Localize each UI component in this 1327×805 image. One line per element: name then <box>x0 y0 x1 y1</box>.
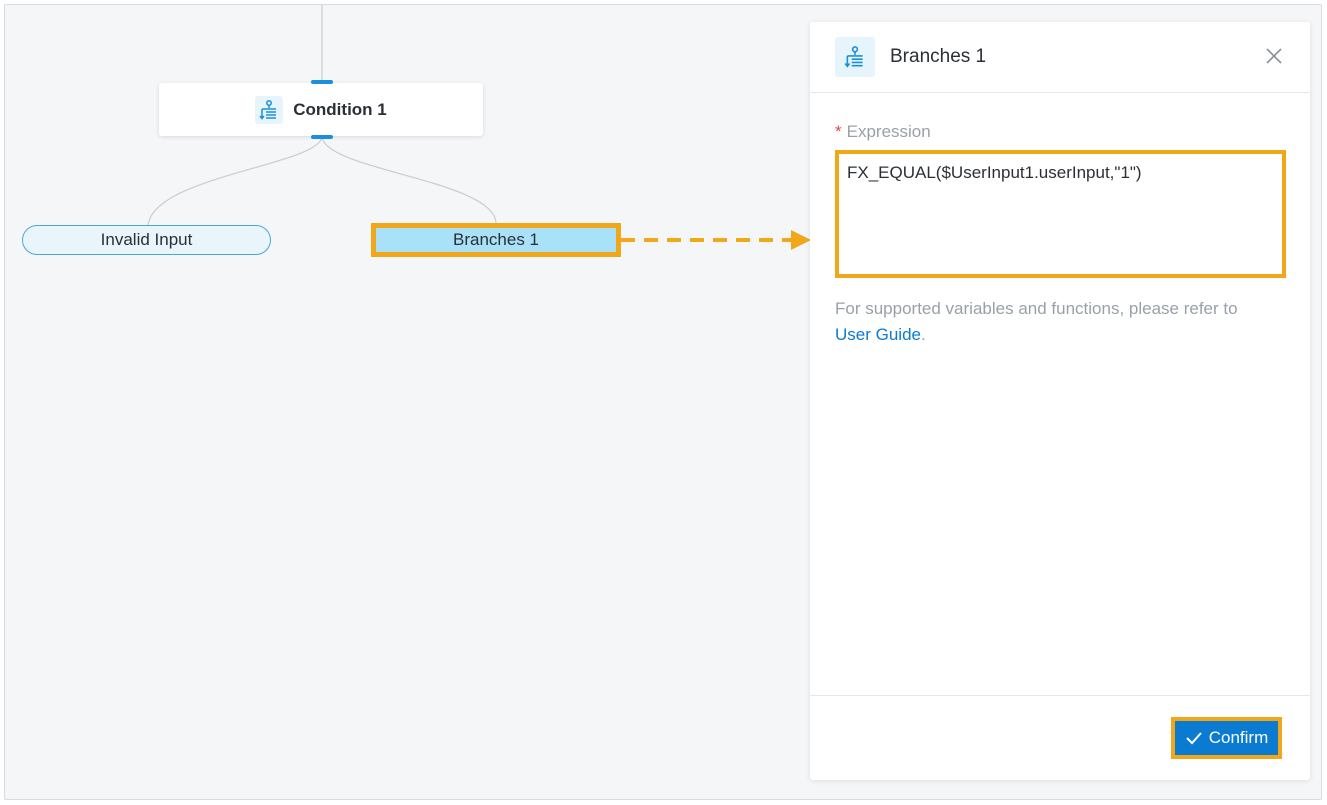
condition-node[interactable]: Condition 1 <box>159 80 483 139</box>
highlight-arrow-head <box>791 230 811 250</box>
check-icon <box>1186 732 1202 745</box>
close-icon[interactable] <box>1264 46 1284 66</box>
panel-footer: Confirm <box>810 695 1310 780</box>
app-frame: Condition 1 Invalid Input Branches 1 <box>4 4 1322 800</box>
confirm-button-label: Confirm <box>1208 728 1269 747</box>
branch-settings-panel: Branches 1 *Expression FX_EQUAL($UserInp… <box>810 22 1310 780</box>
condition-node-title: Condition 1 <box>293 99 387 119</box>
expression-label: *Expression <box>835 122 931 142</box>
input-port[interactable] <box>311 80 333 84</box>
branch-branches-1-label: Branches 1 <box>376 228 616 252</box>
panel-header: Branches 1 <box>810 22 1310 93</box>
expression-field-highlight: FX_EQUAL($UserInput1.userInput,"1") <box>835 150 1286 278</box>
panel-title: Branches 1 <box>890 46 987 67</box>
required-mark: * <box>835 122 842 141</box>
expression-label-text: Expression <box>846 122 931 141</box>
user-guide-link[interactable]: User Guide <box>835 325 921 344</box>
help-text-body: For supported variables and functions, p… <box>835 299 1238 318</box>
branch-flow-icon <box>255 95 284 124</box>
help-text-suffix: . <box>920 325 926 344</box>
expression-input[interactable]: FX_EQUAL($UserInput1.userInput,"1") <box>839 154 1282 274</box>
connector-lines <box>147 5 811 250</box>
branch-flow-icon <box>835 37 875 77</box>
branch-branches-1[interactable]: Branches 1 <box>371 223 621 257</box>
confirm-button[interactable]: Confirm <box>1175 721 1278 755</box>
flow-canvas[interactable]: Condition 1 Invalid Input Branches 1 <box>5 5 811 799</box>
output-port[interactable] <box>311 135 333 139</box>
help-text: For supported variables and functions, p… <box>835 296 1275 348</box>
confirm-button-highlight: Confirm <box>1171 717 1282 759</box>
branch-invalid-input[interactable]: Invalid Input <box>22 225 271 255</box>
